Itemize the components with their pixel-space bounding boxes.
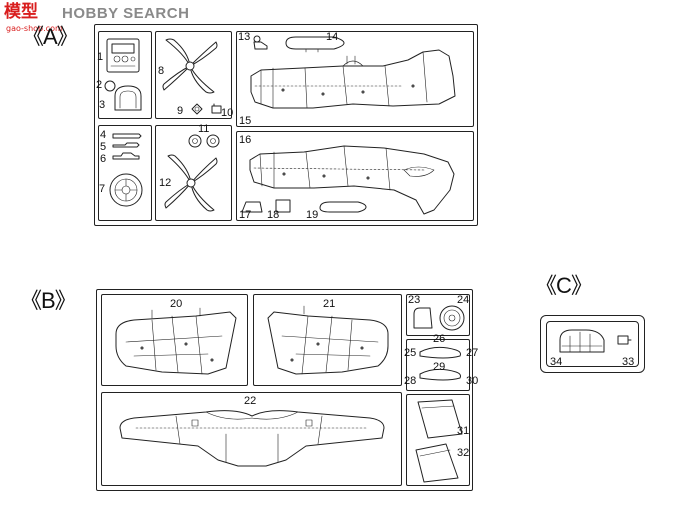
watermark-site: gao-shop.com <box>6 24 63 33</box>
part-number-21: 21 <box>323 298 336 310</box>
part-upper-wing-right-drawing <box>267 305 389 375</box>
part-lower-wing-drawing <box>119 410 385 467</box>
watermark-brand: HOBBY SEARCH <box>62 5 190 22</box>
sprue-a-frame <box>94 24 478 226</box>
sprue-c-inner <box>546 321 639 367</box>
sprue-b-cell-cowl <box>406 294 470 336</box>
part-number-9: 9 <box>177 105 184 117</box>
sprue-a-cell-cockpit <box>98 31 152 119</box>
sprue-c-frame <box>540 315 645 373</box>
sprue-b-cell-covers <box>406 394 470 486</box>
sprue-a-cell-fuselage-left <box>236 131 474 221</box>
section-label-b: 《B》 <box>20 288 77 313</box>
part-number-31: 31 <box>457 425 470 437</box>
part-number-12: 12 <box>159 177 172 189</box>
sprue-b-cell-wing-left <box>101 294 248 386</box>
part-number-23: 23 <box>408 294 421 306</box>
part-number-20: 20 <box>170 298 183 310</box>
part-number-28: 28 <box>404 375 417 387</box>
part-wheel-drawing <box>109 173 143 207</box>
part-number-17: 17 <box>239 209 252 221</box>
part-number-3: 3 <box>99 99 106 111</box>
part-number-11: 11 <box>198 123 210 135</box>
part-drop-tank-drawing <box>285 36 345 53</box>
part-canopy-frames-drawing <box>241 199 367 213</box>
part-number-29: 29 <box>433 361 446 373</box>
part-number-1: 1 <box>97 51 104 63</box>
part-propeller-bottom-drawing <box>164 154 218 212</box>
part-number-32: 32 <box>457 447 470 459</box>
sprue-a-cell-prop-top <box>155 31 232 119</box>
part-number-13: 13 <box>238 31 251 43</box>
part-upper-wing-left-drawing <box>115 307 237 375</box>
part-number-25: 25 <box>404 347 417 359</box>
part-number-33: 33 <box>622 356 635 368</box>
part-ring-drawing <box>104 80 116 92</box>
sprue-a-cell-small-parts <box>98 125 152 221</box>
part-number-4: 4 <box>100 129 107 141</box>
sprue-b-cell-small <box>406 339 470 391</box>
part-pilot-figure-drawing <box>253 35 268 50</box>
part-number-8: 8 <box>158 65 165 77</box>
part-number-24: 24 <box>457 294 470 306</box>
part-fuselage-right-drawing <box>250 49 456 109</box>
sprue-b-cell-wing-right <box>253 294 402 386</box>
part-cowling-drawing <box>413 305 465 331</box>
part-wheel-covers-drawing <box>415 399 463 483</box>
watermark-chinese-glyphs: 模型 <box>4 2 38 22</box>
section-label-c: 《C》 <box>535 273 593 298</box>
part-number-26: 26 <box>433 333 446 345</box>
sprue-b-cell-lower-wing <box>101 392 402 486</box>
part-number-16: 16 <box>239 134 252 146</box>
sprue-a-cell-prop-bottom <box>155 125 232 221</box>
part-small-bracket-drawing <box>211 103 222 114</box>
part-seat-drawing <box>114 85 142 111</box>
part-number-7: 7 <box>99 183 106 195</box>
part-number-6: 6 <box>100 153 107 165</box>
part-number-27: 27 <box>466 347 479 359</box>
part-fuselage-left-drawing <box>249 145 455 215</box>
part-rods-drawing <box>112 133 142 160</box>
part-canopy-drawing <box>559 329 605 353</box>
part-gunsight-drawing <box>617 335 632 345</box>
part-number-15: 15 <box>239 115 252 127</box>
part-instrument-panel-drawing <box>106 38 140 73</box>
part-number-19: 19 <box>306 209 319 221</box>
sprue-b-frame <box>96 289 473 491</box>
section-label-a: 《A》 <box>22 24 79 49</box>
part-number-14: 14 <box>326 31 339 43</box>
part-spinner-drawing <box>191 103 203 115</box>
part-number-30: 30 <box>466 375 479 387</box>
part-propeller-top-drawing <box>162 38 218 94</box>
part-number-2: 2 <box>96 79 103 91</box>
part-tail-wheels-drawing <box>188 134 220 148</box>
part-number-34: 34 <box>550 356 563 368</box>
part-number-5: 5 <box>100 141 107 153</box>
part-number-22: 22 <box>244 395 257 407</box>
sprue-a-cell-fuselage-right <box>236 31 474 127</box>
part-number-10: 10 <box>221 107 234 119</box>
part-number-18: 18 <box>267 209 280 221</box>
part-small-covers-drawing <box>419 346 461 381</box>
